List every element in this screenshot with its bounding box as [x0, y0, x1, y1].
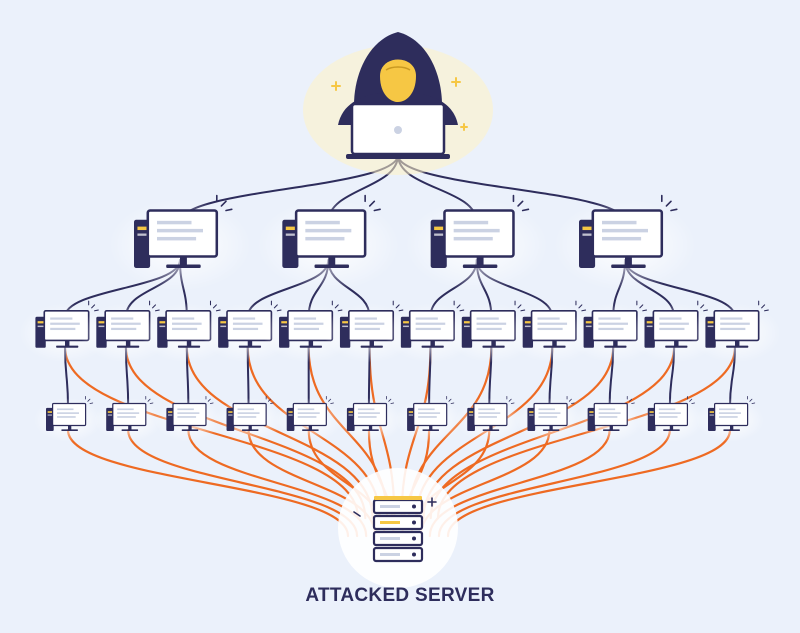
tier3-computer-icon	[635, 395, 704, 442]
server-rack-icon	[338, 468, 458, 588]
attack-line	[446, 428, 732, 538]
attacked-server-label: ATTACKED SERVER	[305, 585, 495, 606]
hacker-icon	[303, 32, 493, 175]
tier3-computer-icon	[515, 395, 584, 442]
tier3-computer-icon	[695, 395, 765, 442]
tier3-computer-icon	[274, 395, 343, 442]
tier1-computer-icon	[108, 194, 252, 291]
tier3-computer-icon	[394, 395, 464, 442]
attack-line	[127, 428, 359, 538]
tier3-computer-icon	[455, 395, 524, 442]
tier1-computer-icon	[553, 194, 697, 291]
tier3-computer-icon	[214, 395, 283, 442]
tier1-computer-icon	[257, 194, 400, 291]
tier3-computer-icon	[334, 395, 404, 442]
attack-line	[66, 428, 350, 538]
tier3-computer-icon	[33, 395, 103, 442]
tier3-computer-icon	[575, 395, 644, 442]
attack-line	[437, 428, 671, 538]
tier3-computer-icon	[94, 395, 163, 442]
nodes	[19, 32, 781, 588]
tier2-computer-icon	[689, 300, 781, 363]
tier3-computer-icon	[154, 395, 223, 442]
tier1-computer-icon	[405, 194, 548, 291]
